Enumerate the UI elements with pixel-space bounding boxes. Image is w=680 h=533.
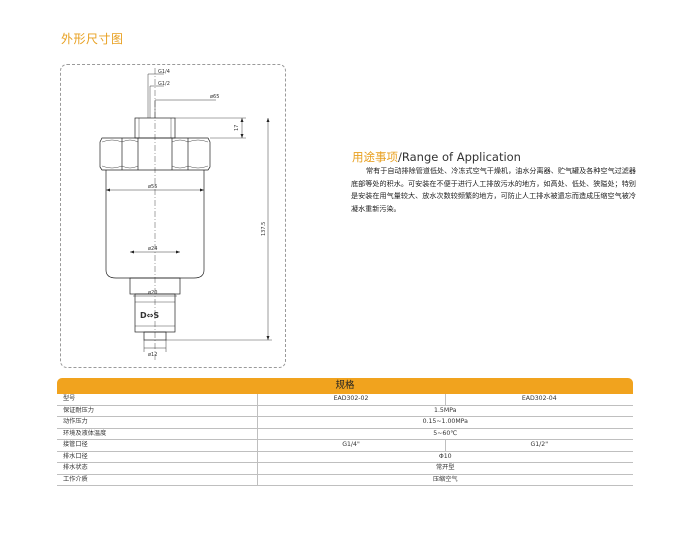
- label-d12: ø12: [148, 352, 157, 358]
- spec-row-drain-state: 排水状态 常开型: [57, 462, 633, 475]
- application-title-en: /Range of Application: [398, 150, 521, 164]
- label-d55: ø55: [148, 184, 157, 190]
- spec-table: 型号 EAD302-02 EAD302-04 保证耐压力 1.5MPa 动作压力…: [57, 394, 633, 486]
- spec-value: 常开型: [256, 462, 633, 475]
- application-title-cn: 用途事项: [352, 150, 398, 164]
- spec-value: G1/2": [444, 439, 633, 452]
- label-g14: G1/4: [158, 69, 170, 75]
- spec-row-model: 型号 EAD302-02 EAD302-04: [57, 394, 633, 406]
- drawing-frame: [60, 64, 286, 368]
- flow-direction-mark: D⇔S: [140, 311, 159, 320]
- spec-label: 排水状态: [57, 462, 257, 475]
- spec-label: 型号: [57, 394, 257, 406]
- dimension-drawing: G1/4 G1/2 ø65 17 ø55 137.5 ø24 ø20 D⇔S ø…: [99, 68, 272, 360]
- spec-label: 接管口径: [57, 439, 257, 452]
- label-d65: ø65: [210, 94, 219, 100]
- label-d20: ø20: [148, 290, 157, 296]
- label-h1375: 137.5: [261, 222, 267, 236]
- spec-row-drain-size: 排水口径 Φ10: [57, 451, 633, 463]
- application-body: 常有于自动排除管道低处、冷冻式空气干燥机，油水分离器、贮气罐及各种空气过滤器底部…: [351, 166, 636, 213]
- spec-table-header: 规格: [57, 378, 633, 394]
- spec-value: G1/4": [256, 439, 445, 452]
- spec-label: 工作介质: [57, 474, 257, 486]
- spec-label: 环境及液体温度: [57, 428, 257, 440]
- spec-row-medium: 工作介质 压缩空气: [57, 474, 633, 486]
- label-h17: 17: [234, 125, 240, 131]
- spec-value: 压缩空气: [256, 474, 633, 486]
- spec-row-proof-pressure: 保证耐压力 1.5MPa: [57, 405, 633, 417]
- drawing-section-title: 外形尺寸图: [61, 32, 124, 46]
- spec-row-temperature: 环境及液体温度 5~60℃: [57, 428, 633, 440]
- spec-value: Φ10: [256, 451, 633, 463]
- spec-label: 保证耐压力: [57, 405, 257, 417]
- spec-value: EAD302-02: [256, 394, 445, 406]
- spec-label: 动作压力: [57, 416, 257, 429]
- spec-row-operating-pressure: 动作压力 0.15~1.00MPa: [57, 416, 633, 429]
- spec-label: 排水口径: [57, 451, 257, 463]
- spec-value: 0.15~1.00MPa: [256, 416, 633, 429]
- label-g12: G1/2: [158, 81, 170, 87]
- spec-value: 1.5MPa: [256, 405, 633, 417]
- spec-value: EAD302-04: [444, 394, 633, 406]
- application-title: 用途事项/Range of Application: [352, 149, 521, 165]
- label-d24: ø24: [148, 246, 157, 252]
- spec-value: 5~60℃: [256, 428, 633, 440]
- spec-row-port-size: 接管口径 G1/4" G1/2": [57, 439, 633, 452]
